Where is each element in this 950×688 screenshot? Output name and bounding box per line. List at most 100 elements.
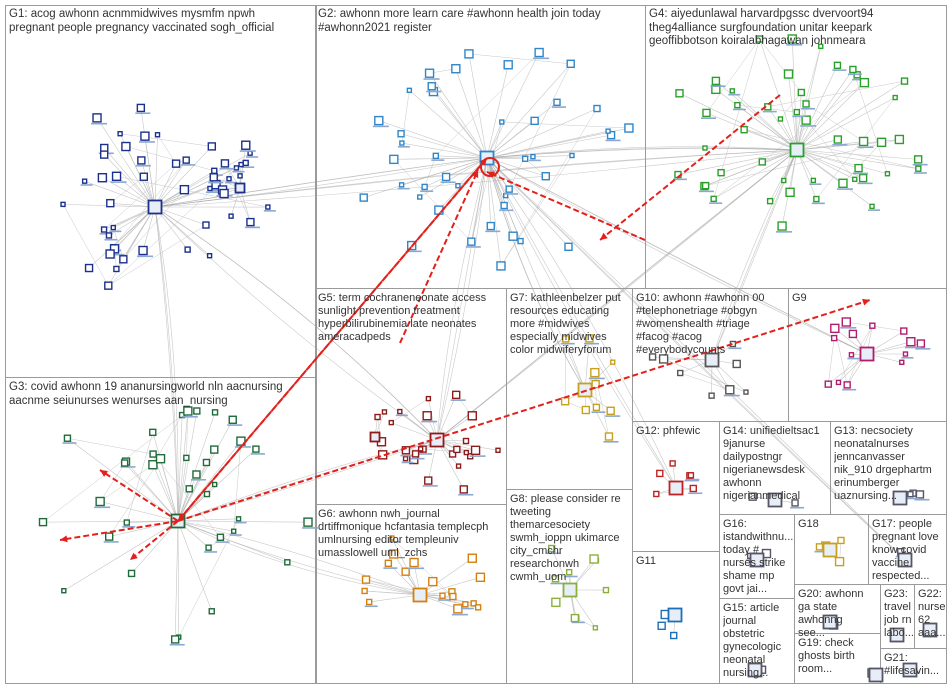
- node-g1: [106, 198, 115, 208]
- edge-g3: [174, 520, 179, 640]
- node-g1: [220, 159, 230, 168]
- node-g3: [170, 635, 180, 644]
- node-caption-g9: [915, 348, 931, 350]
- node-g5: [467, 411, 477, 421]
- node-caption-g4: [728, 93, 741, 96]
- edge-g3: [186, 410, 189, 458]
- edge-g4: [677, 149, 798, 175]
- node-g2: [517, 237, 524, 245]
- node-g2: [521, 155, 529, 162]
- node-g3: [120, 459, 129, 467]
- node-g1: [100, 226, 108, 233]
- node-caption-g1: [181, 164, 196, 166]
- node-g1: [184, 246, 191, 253]
- bridge-edge: [129, 520, 179, 561]
- node-caption-g4: [776, 231, 793, 233]
- node-caption-g2: [420, 190, 434, 193]
- edge-g1: [140, 107, 156, 208]
- edge-g1: [110, 202, 156, 208]
- self-loop-g2: [480, 157, 500, 177]
- node-g1: [113, 265, 120, 273]
- cross-edge: [486, 157, 868, 355]
- node-g2: [530, 116, 539, 126]
- group-box-g1: [5, 5, 317, 378]
- node-caption-g1: [246, 156, 259, 158]
- node-g12: [669, 460, 676, 467]
- edge-g1: [154, 159, 187, 208]
- cross-edge: [486, 157, 868, 355]
- hub-node-g21: [902, 662, 918, 678]
- node-caption-g6: [460, 607, 474, 610]
- node-g14: [748, 492, 757, 501]
- cross-edge: [436, 149, 798, 441]
- hub-node-g11: [667, 607, 683, 623]
- node-caption-g1: [80, 184, 93, 186]
- node-g2: [566, 59, 575, 68]
- node-g4: [777, 221, 787, 231]
- edge-g3: [42, 520, 179, 523]
- node-g9: [843, 381, 851, 389]
- edge-g2: [401, 142, 488, 159]
- node-g2: [421, 183, 428, 191]
- node-caption-g2: [423, 78, 440, 80]
- node-caption-g3: [302, 527, 318, 529]
- node-g1: [207, 185, 213, 192]
- node-g4: [858, 173, 868, 183]
- node-g2: [359, 193, 368, 202]
- node-g1: [97, 173, 108, 183]
- cross-edge: [177, 520, 421, 596]
- node-g10: [658, 354, 669, 364]
- node-caption-g4: [700, 117, 716, 119]
- bridge-edge: [599, 94, 781, 241]
- node-g1: [60, 201, 66, 208]
- bridge-edge: [486, 171, 646, 241]
- node-g4: [852, 176, 858, 183]
- node-g3: [149, 428, 157, 437]
- node-g1: [121, 141, 131, 152]
- node-g5: [402, 455, 409, 462]
- node-g1: [206, 252, 213, 259]
- node-g5: [470, 445, 481, 456]
- node-g2: [441, 172, 451, 182]
- edge-g2: [486, 120, 535, 159]
- cross-edge: [154, 206, 179, 522]
- hub-node-g22: [922, 622, 938, 638]
- edge-g3: [160, 458, 179, 522]
- node-g3: [208, 608, 215, 615]
- cross-edge: [154, 206, 179, 522]
- node-g2: [503, 60, 513, 70]
- node-caption-g4: [801, 107, 816, 110]
- node-g1: [104, 281, 113, 290]
- node-caption-g6: [383, 567, 398, 569]
- node-g12: [656, 469, 664, 478]
- node-g3: [211, 481, 218, 488]
- node-g4: [711, 84, 721, 95]
- hub-node-g1: [147, 199, 163, 215]
- edge-g4: [679, 93, 798, 151]
- node-g4: [894, 134, 905, 145]
- node-g6: [361, 587, 368, 595]
- cross-edge: [486, 146, 798, 159]
- node-caption-g3: [181, 416, 198, 418]
- edge-g4: [715, 80, 798, 151]
- node-g4: [869, 203, 875, 210]
- bridge-arrowhead: [600, 232, 608, 240]
- edge-g7: [564, 338, 566, 402]
- edge-g3: [131, 520, 179, 574]
- node-g6: [462, 601, 469, 608]
- edge-g5: [436, 439, 499, 451]
- node-caption-g2: [440, 181, 456, 184]
- node-g7: [606, 406, 615, 416]
- hub-node-g5: [369, 431, 381, 443]
- bridge-arrowhead: [130, 552, 138, 560]
- node-caption-g6: [408, 567, 425, 570]
- node-g1: [246, 217, 255, 227]
- node-g5: [424, 476, 433, 485]
- node-g2: [374, 115, 384, 126]
- node-g4: [854, 163, 863, 173]
- hub-node-g14: [767, 492, 783, 508]
- node-g2: [508, 231, 518, 241]
- group-box-g5: [315, 288, 507, 505]
- cross-edge: [177, 520, 421, 596]
- node-caption-g4: [913, 172, 927, 174]
